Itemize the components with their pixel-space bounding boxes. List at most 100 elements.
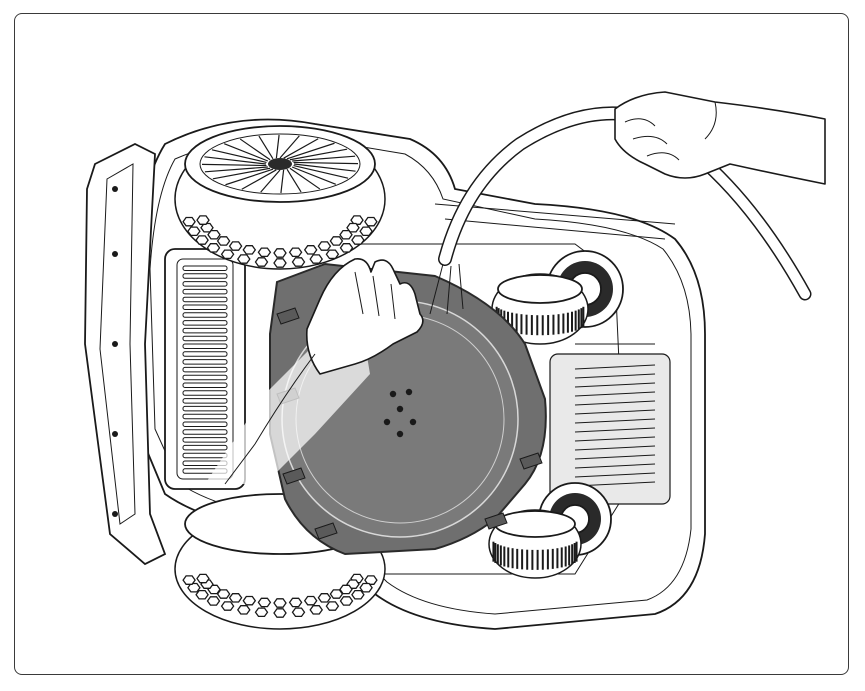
tread-stud	[207, 229, 221, 240]
tread-stud	[325, 601, 340, 611]
tread-stud	[242, 245, 257, 255]
wheel-spoke	[201, 163, 267, 167]
tread-stud	[242, 595, 257, 606]
wheel-spoke	[291, 166, 337, 185]
side-vent-slat	[574, 400, 656, 406]
grille-slat	[182, 351, 228, 357]
tread-stud	[291, 257, 306, 267]
wheel-spoke	[279, 135, 300, 159]
tread-stud	[351, 235, 365, 245]
grille-slat	[182, 281, 228, 287]
tread-stud	[254, 607, 269, 618]
tread-stud	[309, 605, 324, 615]
grille-slat	[182, 288, 228, 295]
hand-holding-hose-icon	[614, 91, 826, 185]
tread-stud	[317, 593, 332, 603]
wheel-spoke	[289, 167, 321, 190]
tread-stud	[220, 249, 235, 260]
side-vent-slat	[574, 436, 656, 442]
grille-slat	[182, 398, 228, 404]
disc-hole	[405, 388, 413, 396]
tread-stud	[196, 573, 210, 584]
wheel-spoke	[211, 149, 267, 164]
grille-slat	[182, 374, 228, 381]
tread-stud	[364, 216, 378, 227]
tread-stud	[359, 226, 373, 237]
disc-hole	[396, 430, 404, 438]
tread-stud	[339, 229, 353, 240]
wheel-spoke	[239, 138, 271, 161]
wheel-spoke	[293, 161, 359, 165]
hand-icon	[205, 257, 424, 485]
tread-stud	[351, 589, 365, 600]
side-vent-slat	[574, 463, 656, 469]
vent-grille	[164, 248, 246, 490]
mower-cleaning-illustration	[84, 91, 826, 630]
side-vent-slat	[574, 427, 656, 433]
tread-stud	[329, 589, 344, 599]
grille-slat	[182, 366, 228, 373]
wheel-spoke	[241, 169, 277, 190]
tread-stud	[325, 249, 340, 260]
tread-stud	[187, 582, 201, 593]
wheel-spoke	[260, 169, 281, 193]
tread-stud	[182, 216, 196, 227]
grille-slat	[182, 429, 228, 435]
side-vent	[574, 364, 656, 487]
side-vent-slat	[574, 382, 656, 388]
wheel-spoke	[204, 166, 268, 173]
grille-slat	[182, 405, 228, 412]
tread-stud	[288, 597, 303, 608]
tread-stud	[339, 584, 353, 595]
tread-stud	[359, 582, 373, 593]
bolt	[112, 186, 118, 192]
tread-stud	[273, 248, 287, 258]
bolt	[112, 341, 118, 347]
tread-stud	[236, 605, 251, 615]
grille-slat	[182, 421, 228, 427]
wheel-spoke	[223, 143, 269, 162]
side-vent-slat	[574, 409, 656, 415]
tread-stud	[196, 215, 210, 225]
bolt	[112, 431, 118, 437]
wheel-spoke	[275, 134, 280, 159]
grille-slat	[182, 296, 228, 303]
tread-stud	[273, 608, 287, 618]
disc-hole	[383, 418, 391, 426]
tread-stud	[273, 598, 287, 608]
tread-stud	[206, 596, 221, 606]
figure-frame	[14, 13, 849, 675]
tread-stud	[187, 226, 201, 237]
tread-stud	[329, 236, 344, 246]
tread-stud	[309, 254, 324, 264]
tread-stud	[236, 254, 251, 264]
grille-slat	[182, 312, 228, 318]
grille-slat	[182, 413, 228, 420]
tread-stud	[195, 589, 209, 600]
tread-stud	[339, 596, 354, 606]
disc-tab	[282, 467, 306, 485]
wheel-spoke	[225, 168, 274, 186]
caster-wheel-top	[491, 250, 624, 345]
bolt	[112, 511, 118, 517]
grille-slat	[182, 452, 228, 459]
tread-stud	[346, 222, 360, 233]
caster-wheel-bottom	[488, 482, 612, 579]
wheel-spoke	[204, 156, 267, 165]
wheel-spoke	[258, 135, 274, 160]
tread-stud	[206, 243, 221, 253]
disc-tab	[276, 307, 300, 325]
wheel-spoke	[292, 155, 356, 162]
wheel-spoke	[286, 142, 335, 160]
disc-tab	[314, 522, 338, 540]
tread-stud	[228, 593, 243, 603]
tread-stud	[317, 241, 332, 251]
tread-stud	[291, 607, 306, 618]
wheel-spoke	[212, 167, 271, 180]
grille-slat	[182, 359, 228, 365]
tread-stud	[257, 597, 272, 608]
tread-stud	[182, 575, 196, 585]
wheel-spoke	[293, 163, 356, 172]
side-vent-slat	[574, 373, 656, 379]
